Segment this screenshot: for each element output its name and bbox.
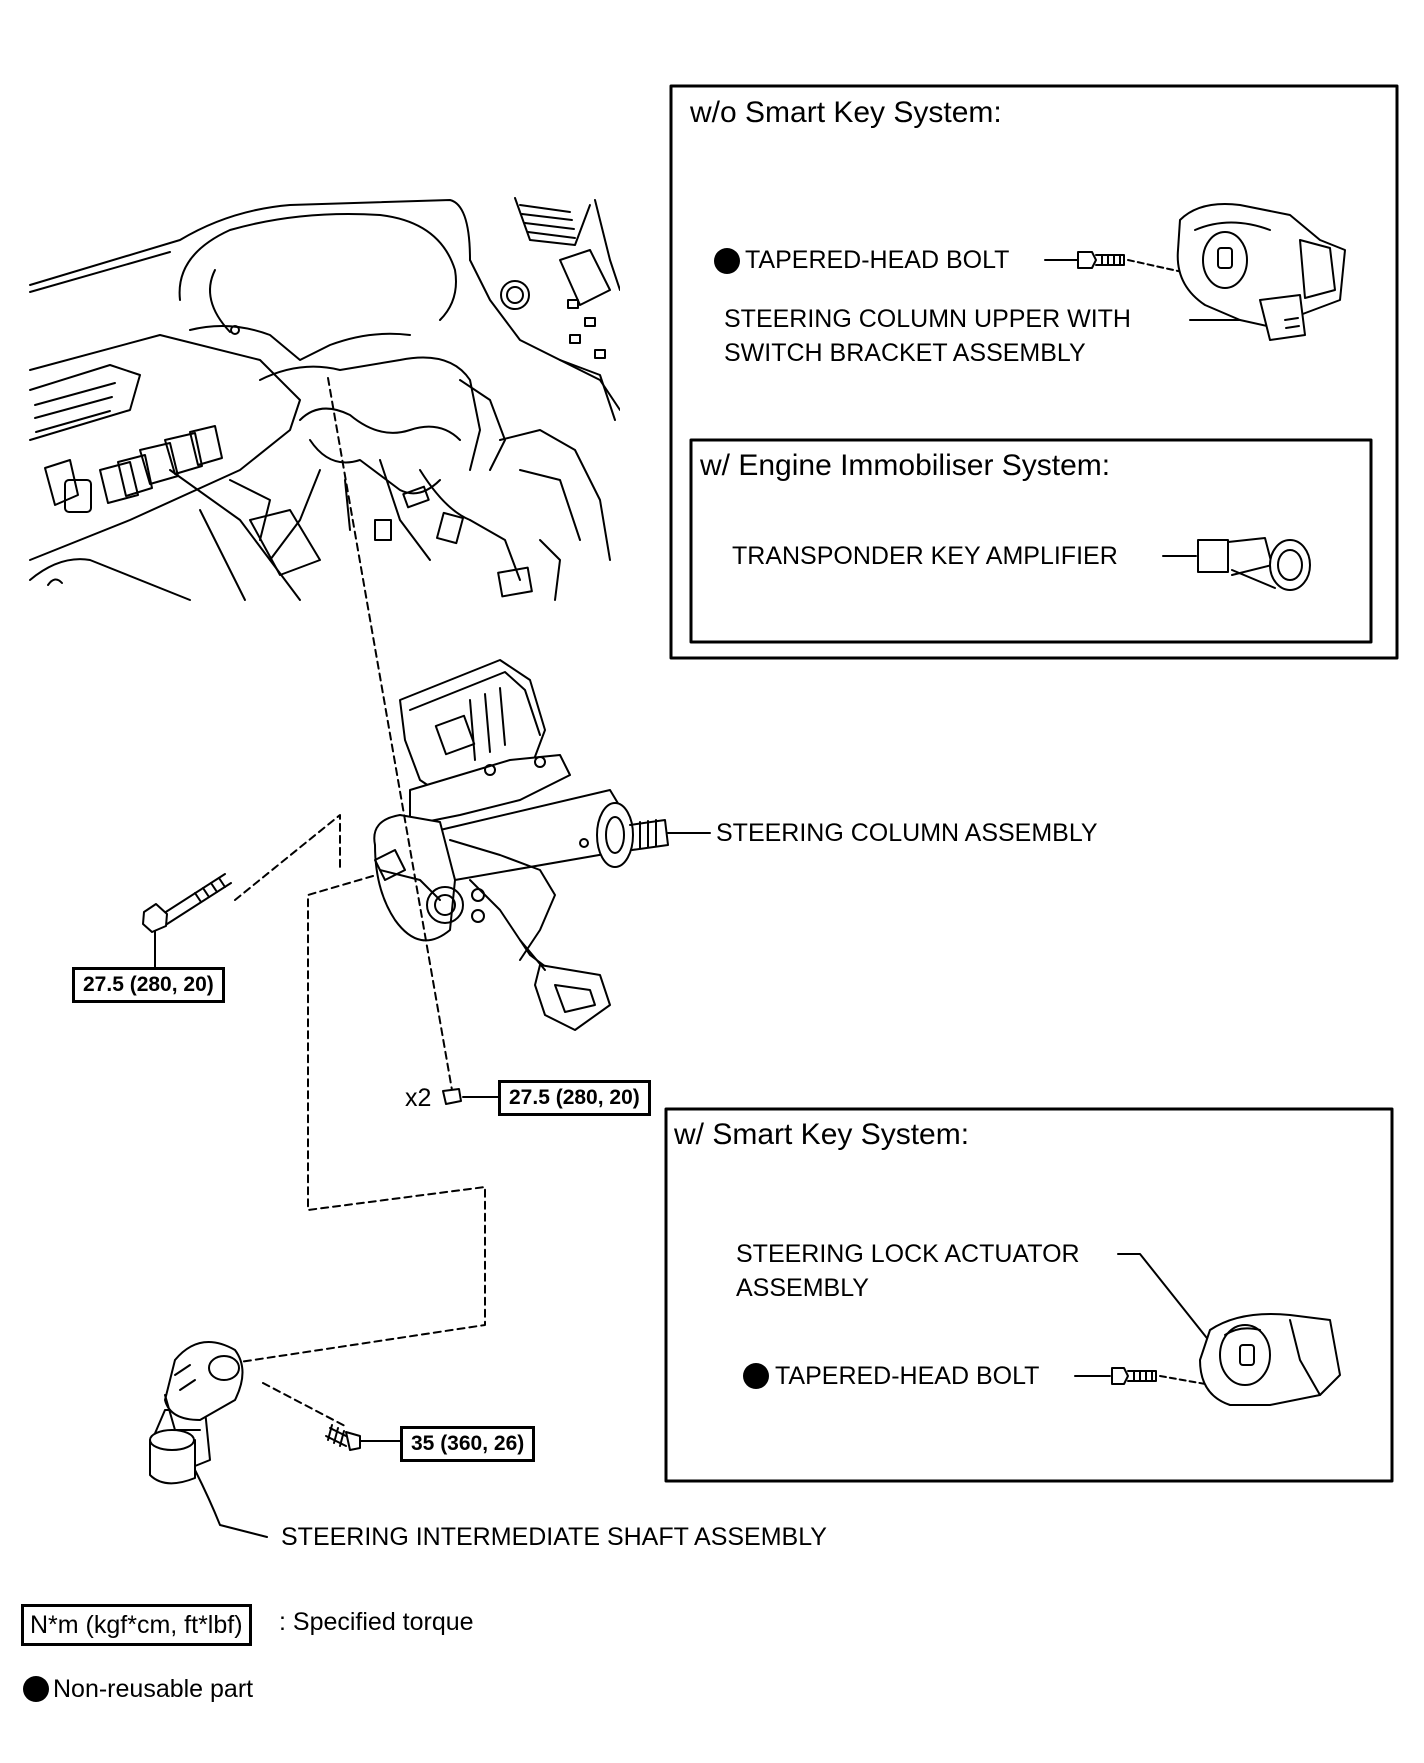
lock-actuator-label-line2: ASSEMBLY: [736, 1274, 869, 1302]
nonreusable-dot-icon: [23, 1676, 49, 1702]
steering-column-assembly-drawing: [373, 659, 669, 1031]
column-nut-torque: 27.5 (280, 20): [498, 1080, 651, 1116]
panel-wo-smart-key-drawing: [669, 84, 1399, 660]
column-assembly-label: STEERING COLUMN ASSEMBLY: [716, 819, 1098, 847]
torque-legend-box: N*m (kgf*cm, ft*lbf): [21, 1604, 252, 1646]
smart-key-title: w/ Smart Key System:: [674, 1118, 970, 1151]
wo-smart-key-title: w/o Smart Key System:: [690, 96, 1002, 129]
column-bolt-torque: 27.5 (280, 20): [72, 967, 225, 1003]
intermediate-shaft-label: STEERING INTERMEDIATE SHAFT ASSEMBLY: [281, 1523, 827, 1551]
dashboard-illustration: [29, 197, 620, 601]
smart-tapered-bolt-label: TAPERED-HEAD BOLT: [775, 1362, 1040, 1390]
immobiliser-title: w/ Engine Immobiliser System:: [700, 449, 1111, 482]
wo-tapered-bolt-label: TAPERED-HEAD BOLT: [745, 246, 1010, 274]
lock-actuator-label-line1: STEERING LOCK ACTUATOR: [736, 1240, 1080, 1268]
column-upper-label-line2: SWITCH BRACKET ASSEMBLY: [724, 339, 1086, 367]
transponder-amplifier-label: TRANSPONDER KEY AMPLIFIER: [732, 542, 1118, 570]
nonreusable-legend-label: Non-reusable part: [53, 1675, 254, 1703]
column-bolt-drawing: [142, 873, 232, 976]
dashed-leader-lines: [234, 377, 486, 1427]
intermediate-shaft-drawing: [149, 1341, 401, 1538]
column-nut-drawing: [442, 1088, 499, 1105]
shaft-bolt-torque: 35 (360, 26): [400, 1426, 536, 1462]
panel-smart-key-drawing: [664, 1107, 1394, 1483]
nut-count-label: x2: [405, 1084, 432, 1112]
nonreusable-dot-icon: [714, 248, 740, 274]
torque-legend-desc: : Specified torque: [279, 1608, 474, 1636]
nonreusable-dot-icon: [743, 1363, 769, 1389]
column-upper-label-line1: STEERING COLUMN UPPER WITH: [724, 305, 1131, 333]
